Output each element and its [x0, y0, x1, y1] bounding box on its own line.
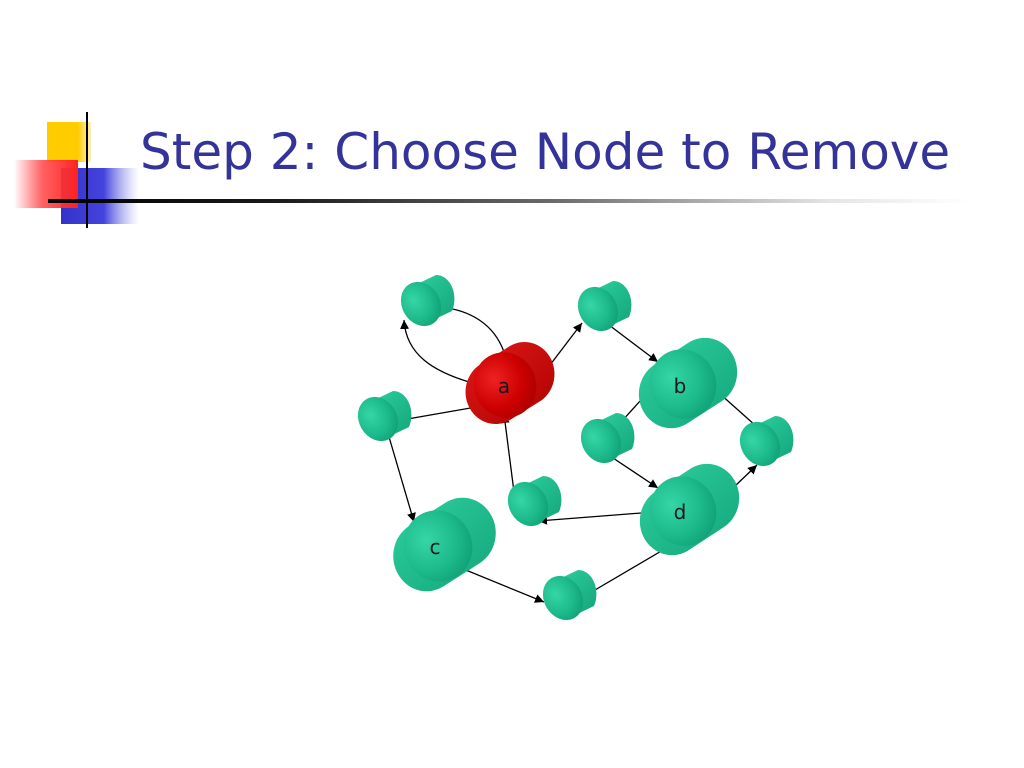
node-n1 — [400, 274, 455, 327]
node-n3 — [357, 390, 412, 442]
node-n4 — [580, 412, 635, 464]
node-n7 — [542, 569, 597, 621]
edge-n2-to-b — [604, 321, 659, 363]
node-a-label: a — [498, 374, 510, 398]
node-c-label: c — [430, 535, 441, 559]
node-c: c — [393, 497, 496, 592]
node-a: a — [465, 342, 555, 424]
node-n5 — [739, 415, 794, 467]
node-n6 — [507, 475, 562, 527]
node-d-label: d — [674, 500, 687, 524]
edge-n1-to-a — [400, 319, 477, 385]
node-b: b — [638, 337, 738, 429]
title-underline — [48, 199, 968, 203]
edge-c-to-n7 — [455, 565, 545, 603]
node-n2 — [577, 280, 632, 332]
node-d: d — [639, 463, 740, 556]
edge-n4-to-d — [609, 455, 659, 489]
node-b-label: b — [674, 374, 687, 398]
edge-d-to-n6 — [537, 511, 655, 525]
edge-n3-to-c — [386, 429, 416, 523]
edge-n6-to-a — [500, 413, 515, 493]
slide-title: Step 2: Choose Node to Remove — [140, 123, 951, 181]
deco-yellow-square — [47, 122, 91, 162]
edge-a-to-n1 — [439, 303, 505, 353]
